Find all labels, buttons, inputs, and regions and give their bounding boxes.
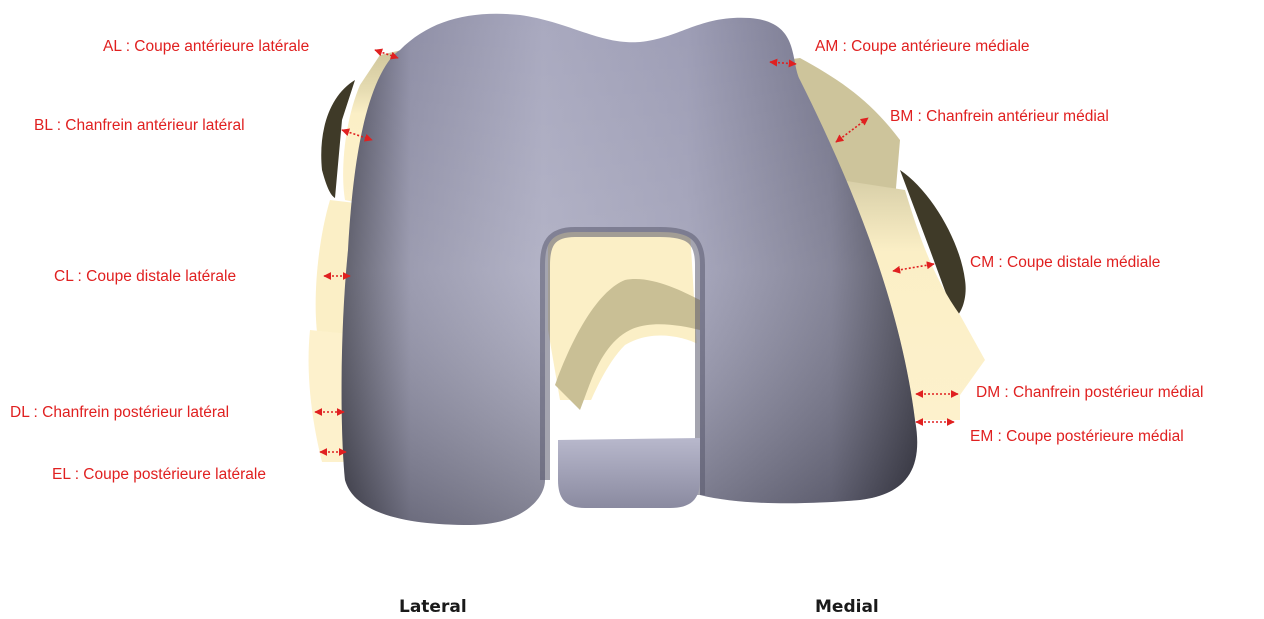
label-dm: DM : Chanfrein postérieur médial	[976, 384, 1203, 402]
label-cm: CM : Coupe distale médiale	[970, 254, 1160, 272]
label-am: AM : Coupe antérieure médiale	[815, 38, 1030, 56]
label-em: EM : Coupe postérieure médial	[970, 428, 1184, 446]
label-bm: BM : Chanfrein antérieur médial	[890, 108, 1109, 126]
label-cl: CL : Coupe distale latérale	[54, 268, 236, 286]
label-el: EL : Coupe postérieure latérale	[52, 466, 266, 484]
implant-tab	[558, 438, 700, 508]
label-dl: DL : Chanfrein postérieur latéral	[10, 404, 229, 422]
side-label-lateral: Lateral	[399, 597, 467, 617]
label-al: AL : Coupe antérieure latérale	[103, 38, 309, 56]
label-bl: BL : Chanfrein antérieur latéral	[34, 117, 245, 135]
side-label-medial: Medial	[815, 597, 879, 617]
